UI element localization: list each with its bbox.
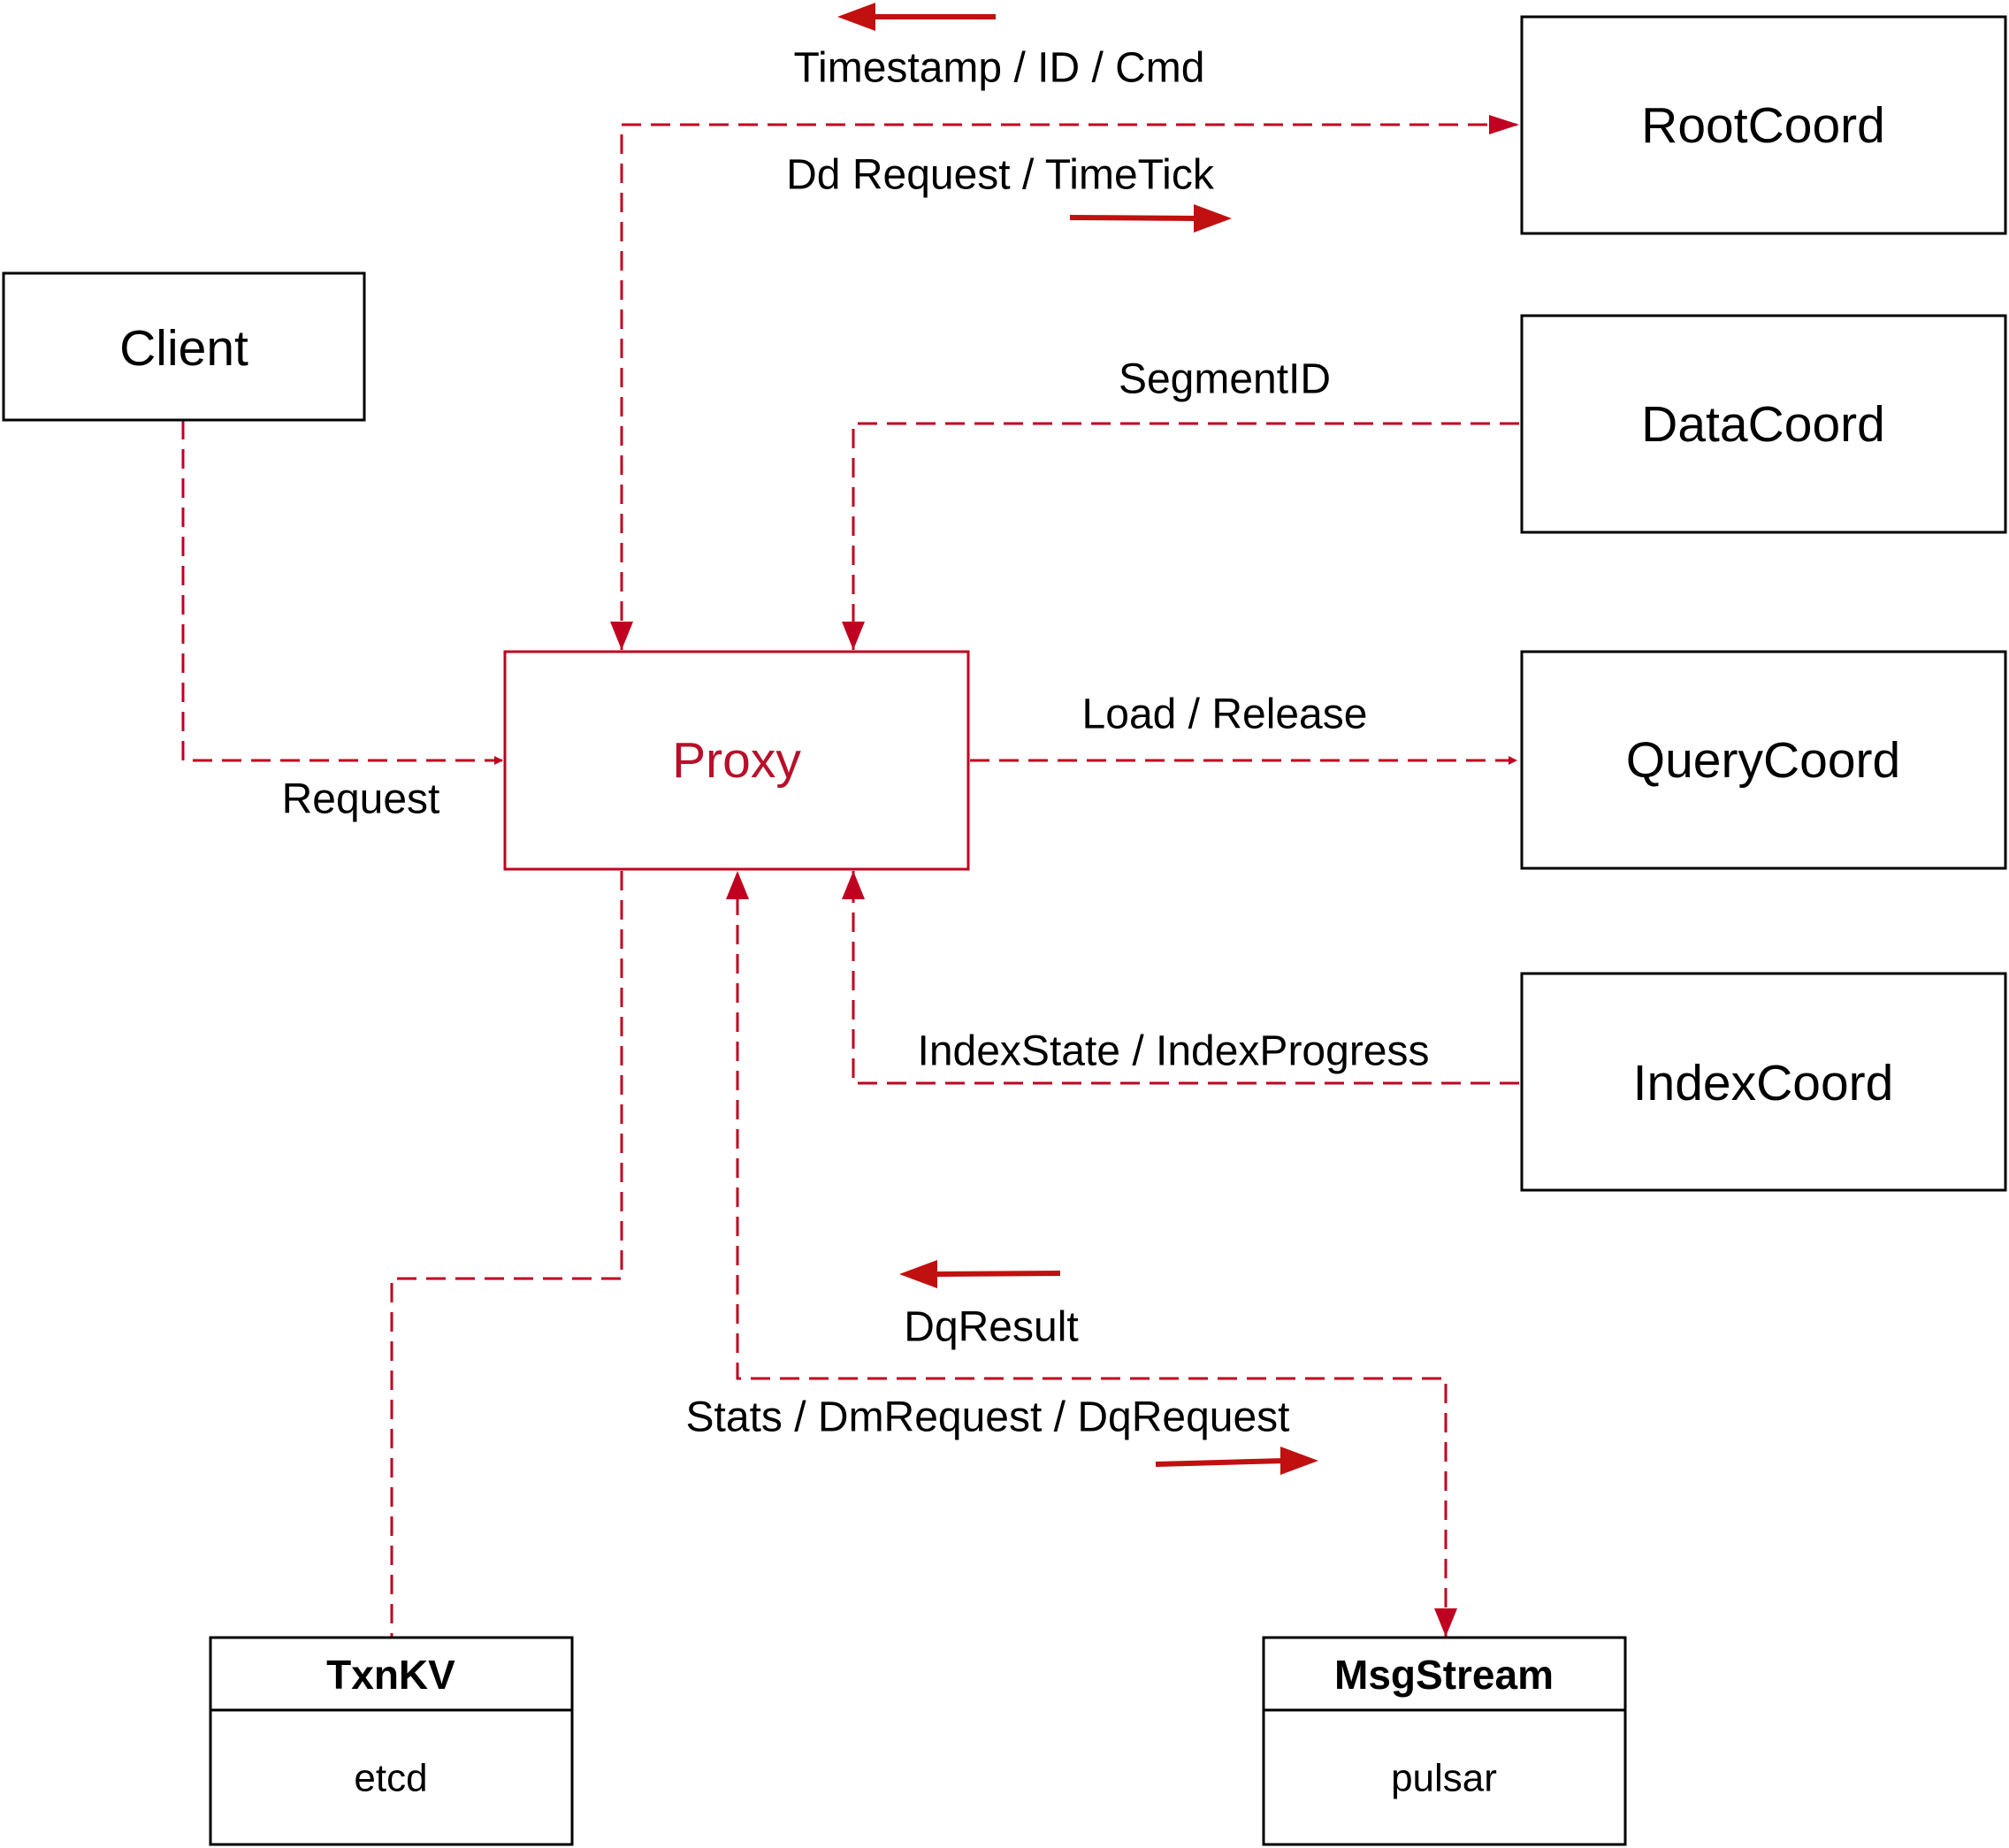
proxy-label: Proxy <box>672 732 801 789</box>
datacoord-label: DataCoord <box>1641 396 1885 453</box>
arrowhead-rootcoord-to-proxy <box>610 622 633 650</box>
arrowhead-to-rootcoord <box>1489 115 1519 134</box>
direction-arrow-left-head <box>837 3 875 31</box>
direction-arrow-right-head <box>1194 204 1232 233</box>
edge-proxy-txnkv <box>390 871 623 1637</box>
arrowhead-to-msgstream <box>1434 1608 1457 1637</box>
txnkv-node: TxnKV etcd <box>209 1636 574 1846</box>
datacoord-node: DataCoord <box>1520 314 2007 534</box>
direction-arrow-right-head <box>1280 1447 1318 1475</box>
client-label: Client <box>119 320 248 377</box>
querycoord-node: QueryCoord <box>1520 650 2007 870</box>
edge-proxy-msgstream <box>736 896 1448 1637</box>
edge-label-dd-request: Dd Request / TimeTick <box>786 152 1215 199</box>
rootcoord-node: RootCoord <box>1520 15 2007 235</box>
direction-arrow-left-head <box>899 1260 937 1288</box>
edge-label-segment-id: SegmentID <box>1119 356 1331 403</box>
edge-label-load-release: Load / Release <box>1082 691 1368 738</box>
edge-indexcoord-proxy <box>852 871 1519 1085</box>
msgstream-subtitle: pulsar <box>1391 1757 1497 1800</box>
client-node: Client <box>2 271 366 422</box>
edge-proxy-rootcoord <box>620 123 1516 650</box>
direction-arrow-right-icon <box>1155 1458 1286 1467</box>
edge-label-index-state: IndexState / IndexProgress <box>918 1028 1430 1075</box>
direction-arrow-left-icon <box>932 1271 1061 1277</box>
querycoord-label: QueryCoord <box>1626 732 1900 789</box>
edge-datacoord-proxy <box>852 422 1519 650</box>
msgstream-node: MsgStream pulsar <box>1262 1636 1627 1846</box>
arrowhead-datacoord-to-proxy <box>842 622 865 650</box>
msgstream-title: MsgStream <box>1334 1652 1554 1698</box>
txnkv-subtitle: etcd <box>354 1757 427 1800</box>
edge-label-dq-result: DqResult <box>904 1304 1078 1351</box>
edge-client-proxy <box>181 420 503 765</box>
txnkv-title: TxnKV <box>326 1652 455 1698</box>
indexcoord-label: IndexCoord <box>1633 1055 1894 1111</box>
rootcoord-label: RootCoord <box>1641 97 1885 154</box>
edge-label-timestamp: Timestamp / ID / Cmd <box>794 45 1205 92</box>
proxy-node: Proxy <box>503 650 970 871</box>
indexcoord-node: IndexCoord <box>1520 972 2007 1192</box>
edge-label-request: Request <box>282 776 440 823</box>
arrowhead-indexcoord-to-proxy <box>842 871 865 899</box>
edge-label-stats: Stats / DmRequest / DqRequest <box>686 1394 1290 1441</box>
arrowhead-msgstream-to-proxy <box>726 871 749 899</box>
